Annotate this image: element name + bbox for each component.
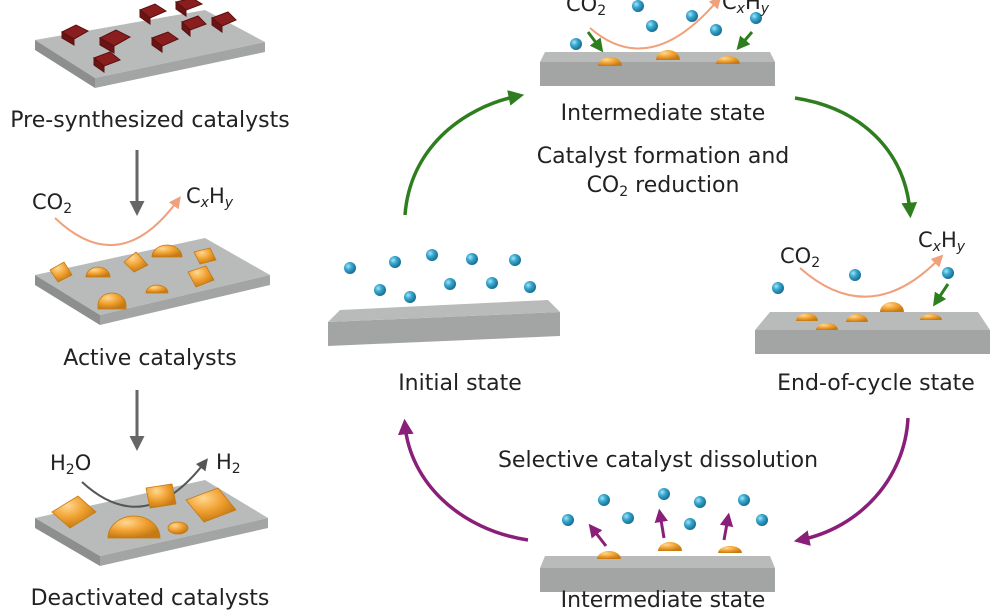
catalyst-domes-bottom	[597, 542, 742, 559]
description-co2-reduction: CO2 reduction	[586, 173, 740, 200]
red-catalyst-particles	[60, 0, 237, 73]
deposit-arrow-top-left	[586, 31, 604, 53]
label-active: Active catalysts	[63, 346, 237, 371]
chem-co2-top: CO2	[566, 0, 607, 19]
dissolve-arrow-1	[588, 523, 608, 547]
description-selective-dissolution: Selective catalyst dissolution	[497, 448, 819, 473]
chem-co2-right: CO2	[780, 244, 821, 271]
slab-active	[35, 238, 270, 325]
cycle-arrow-end-to-bottom	[793, 417, 910, 546]
reaction-path-right	[799, 254, 944, 298]
label-end-of-cycle: End-of-cycle state	[777, 371, 975, 396]
description-catalyst-formation: Catalyst formation and	[536, 144, 790, 169]
cycle-arrow-bottom-to-initial	[397, 418, 529, 542]
reaction-path-top	[589, 0, 722, 50]
slab-intermediate-bottom	[540, 556, 775, 592]
dissolve-arrow-3	[719, 512, 734, 541]
chem-h2: H2	[216, 450, 241, 477]
catalyst-domes-end	[796, 302, 942, 330]
slab-end-of-cycle	[755, 312, 990, 354]
orange-catalyst-particles-deactivated	[51, 483, 237, 539]
catalyst-cycle-diagram	[35, 0, 990, 592]
slab-intermediate-top	[540, 52, 775, 86]
reaction-path-co2-to-cxhy	[54, 196, 181, 246]
slab-initial	[328, 300, 560, 346]
label-deactivated: Deactivated catalysts	[30, 586, 270, 611]
dissolve-arrow-2	[654, 508, 668, 539]
cycle-arrow-initial-to-top	[403, 90, 525, 216]
catalyst-domes-top	[598, 50, 740, 66]
ions-bottom	[562, 488, 768, 530]
chem-h2o: H2O	[50, 451, 92, 478]
ions-initial	[344, 249, 536, 303]
chem-cxhy-top: CxHy	[722, 0, 770, 17]
cycle-arrow-top-to-end	[794, 96, 918, 219]
deposit-arrow-top-right	[736, 31, 754, 51]
label-intermediate-top: Intermediate state	[560, 101, 766, 126]
chem-co2-active: CO2	[32, 190, 73, 217]
ions-end	[772, 267, 954, 294]
deposit-arrow-end	[933, 283, 950, 307]
label-initial-state: Initial state	[398, 371, 522, 396]
ions-top	[570, 0, 762, 50]
chem-cxhy-right: CxHy	[918, 228, 966, 255]
label-intermediate-bottom: Intermediate state	[560, 588, 766, 613]
label-pre-synthesized: Pre-synthesized catalysts	[10, 108, 290, 133]
chem-cxhy-active: CxHy	[186, 184, 234, 211]
orange-catalyst-particles-active	[49, 244, 217, 310]
slab-pre-synthesized	[35, 10, 265, 88]
reaction-path-h2o-to-h2	[81, 458, 208, 508]
